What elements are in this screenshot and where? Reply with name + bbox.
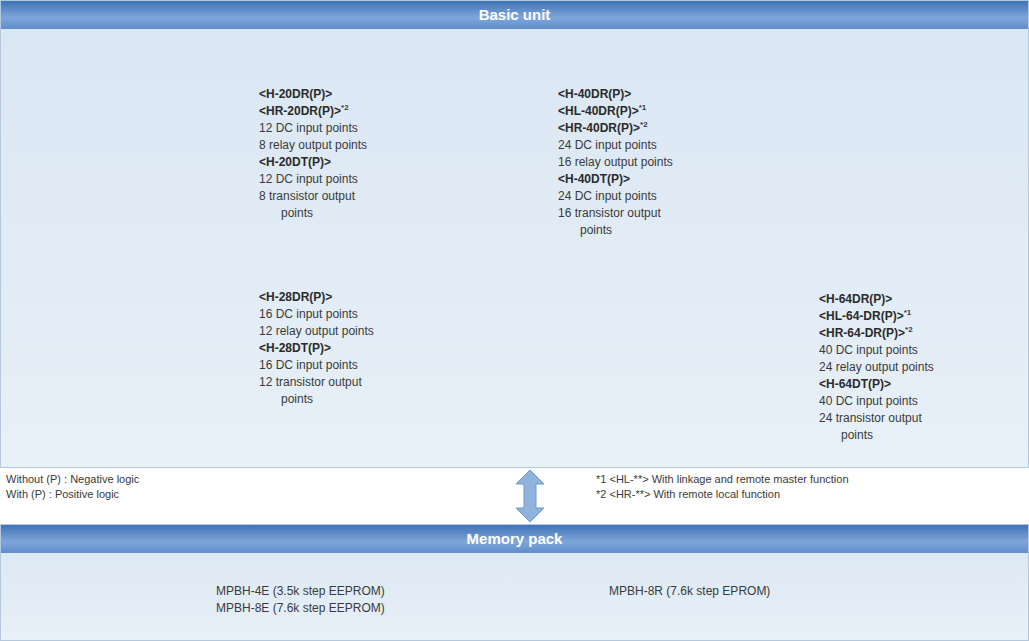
spec-line: <H-28DR(P)> (259, 289, 332, 306)
spec-line: <HR-64-DR(P)>*2 (819, 325, 913, 342)
model-name: <H-20DR(P)> (259, 87, 332, 101)
spec-line: 40 DC input points (819, 342, 918, 359)
footnote-mark: *1 (639, 103, 647, 112)
spec-line: 12 relay output points (259, 323, 374, 340)
note-text: With (P) : Positive logic (6, 487, 119, 501)
spec-text: 40 DC input points (819, 394, 918, 408)
spec-line: MPBH-4E (3.5k step EEPROM) (216, 583, 385, 600)
spec-text: 12 DC input points (259, 121, 358, 135)
note-text: *2 <HR-**> With remote local function (596, 487, 780, 501)
model-name: <H-28DR(P)> (259, 290, 332, 304)
spec-text: 16 relay output points (558, 155, 673, 169)
spec-line: 16 DC input points (259, 357, 358, 374)
spec-line: <H-64DT(P)> (819, 376, 891, 393)
spec-text: 24 transistor output points (819, 411, 922, 442)
spec-text: 8 transistor output points (259, 189, 355, 220)
note-text: Without (P) : Negative logic (6, 472, 139, 486)
spec-line: MPBH-8E (7.6k step EEPROM) (216, 600, 385, 617)
spec-line: <H-40DT(P)> (558, 171, 630, 188)
model-name: <HL-64-DR(P)> (819, 309, 904, 323)
model-name: <H-64DT(P)> (819, 377, 891, 391)
spec-text: 16 transistor output points (558, 206, 661, 237)
spec-line: <H-20DT(P)> (259, 154, 331, 171)
spec-text: 12 transistor output points (259, 375, 362, 406)
memory-pack-panel: Memory packMPBH-4E (3.5k step EEPROM) MPB… (0, 524, 1029, 641)
model-name: <H-40DR(P)> (558, 87, 631, 101)
model-name: <H-40DT(P)> (558, 172, 630, 186)
footnote-mark: *2 (341, 103, 349, 112)
basic-unit-panel: Basic unit<H-20DR(P)><HR-20DR(P)>*212 DC… (0, 0, 1029, 468)
spec-line: 8 transistor output points (259, 188, 381, 222)
spec-line: <H-64DR(P)> (819, 291, 892, 308)
spec-text: MPBH-4E (3.5k step EEPROM) (216, 584, 385, 598)
double-arrow (516, 470, 544, 522)
footnote-mark: *2 (905, 325, 913, 334)
spec-line: 24 relay output points (819, 359, 934, 376)
model-name: <HR-40DR(P)> (558, 121, 640, 135)
spec-line: <HR-40DR(P)>*2 (558, 120, 648, 137)
spec-line: 24 DC input points (558, 188, 657, 205)
model-name: <H-28DT(P)> (259, 341, 331, 355)
footnote-mark: *2 (640, 120, 648, 129)
spec-line: <H-20DR(P)> (259, 86, 332, 103)
spec-text: MPBH-8E (7.6k step EEPROM) (216, 601, 385, 615)
spec-line: <HL-64-DR(P)>*1 (819, 308, 911, 325)
spec-line: <H-40DR(P)> (558, 86, 631, 103)
spec-text: 24 DC input points (558, 138, 657, 152)
spec-text: 16 DC input points (259, 358, 358, 372)
spec-text: 8 relay output points (259, 138, 367, 152)
spec-line: 8 relay output points (259, 137, 367, 154)
spec-line: 40 DC input points (819, 393, 918, 410)
spec-line: MPBH-8R (7.6k step EPROM) (609, 583, 770, 600)
spec-text: 12 DC input points (259, 172, 358, 186)
model-name: <HR-64-DR(P)> (819, 326, 905, 340)
spec-line: 12 DC input points (259, 171, 358, 188)
model-name: <HL-40DR(P)> (558, 104, 639, 118)
panel-heading: Basic unit (1, 1, 1028, 29)
spec-line: 16 DC input points (259, 306, 358, 323)
model-name: <H-64DR(P)> (819, 292, 892, 306)
spec-line: 16 relay output points (558, 154, 673, 171)
spec-text: MPBH-8R (7.6k step EPROM) (609, 584, 770, 598)
spec-line: 16 transistor output points (558, 205, 680, 239)
spec-line: <HR-20DR(P)>*2 (259, 103, 349, 120)
model-name: <HR-20DR(P)> (259, 104, 341, 118)
footnote-mark: *1 (904, 308, 912, 317)
spec-text: 24 DC input points (558, 189, 657, 203)
spec-line: 12 DC input points (259, 120, 358, 137)
model-name: <H-20DT(P)> (259, 155, 331, 169)
spec-text: 16 DC input points (259, 307, 358, 321)
panel-heading: Memory pack (1, 525, 1028, 553)
spec-line: <HL-40DR(P)>*1 (558, 103, 646, 120)
spec-text: 12 relay output points (259, 324, 374, 338)
note-text: *1 <HL-**> With linkage and remote maste… (596, 472, 849, 486)
spec-line: 24 transistor output points (819, 410, 941, 444)
spec-line: 24 DC input points (558, 137, 657, 154)
spec-text: 24 relay output points (819, 360, 934, 374)
spec-line: 12 transistor output points (259, 374, 381, 408)
spec-line: <H-28DT(P)> (259, 340, 331, 357)
spec-text: 40 DC input points (819, 343, 918, 357)
